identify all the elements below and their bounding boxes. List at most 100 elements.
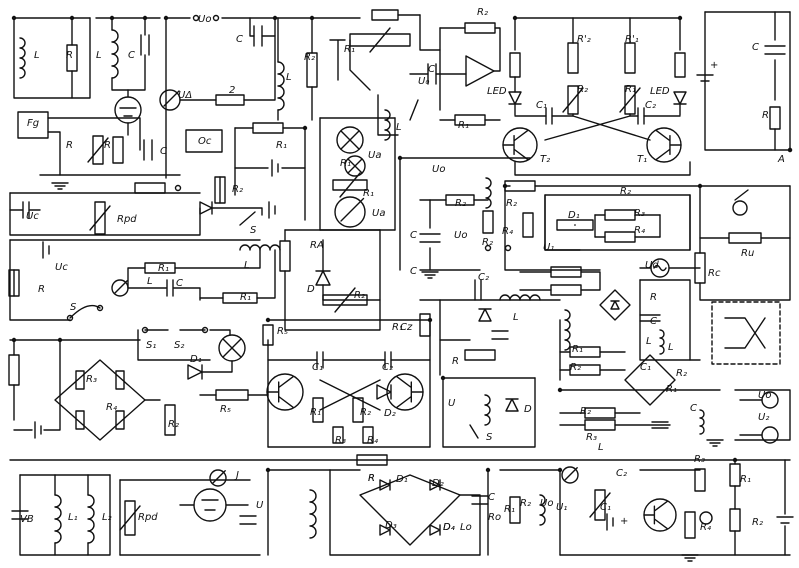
battery-cell bbox=[696, 74, 714, 82]
label-vb: VB bbox=[20, 514, 34, 525]
capacitor bbox=[764, 45, 786, 55]
label-r2-bottom-right: R₂ bbox=[752, 517, 763, 528]
junction-dot bbox=[557, 387, 563, 393]
resistor bbox=[222, 292, 258, 304]
label-s-lc: S bbox=[70, 302, 77, 313]
diode bbox=[508, 91, 522, 105]
inductor-coil bbox=[484, 394, 491, 426]
label-r1-oc: R₁ bbox=[276, 140, 287, 151]
resistor bbox=[112, 136, 124, 164]
junction-dot bbox=[502, 183, 508, 189]
diode bbox=[315, 270, 331, 286]
junction-dot bbox=[677, 15, 683, 21]
lamp bbox=[699, 511, 713, 525]
wire bbox=[734, 389, 791, 441]
resistor bbox=[75, 370, 85, 390]
junction-dot bbox=[512, 15, 518, 21]
ground-symbol bbox=[706, 439, 724, 447]
resistor bbox=[604, 209, 636, 221]
label-c1-astable: C₁ bbox=[536, 100, 547, 111]
resistor bbox=[371, 9, 399, 21]
label-uc-left: Uc bbox=[26, 211, 39, 222]
resistor bbox=[92, 135, 104, 165]
wire bbox=[284, 229, 381, 331]
capacitor bbox=[651, 421, 669, 429]
inductor-coil bbox=[239, 244, 281, 251]
vacuum-tube bbox=[114, 96, 142, 124]
label-c-amp: C bbox=[428, 64, 435, 75]
label-r5-left: R₅ bbox=[277, 326, 288, 337]
resistor bbox=[624, 42, 636, 74]
transistor-leads bbox=[643, 500, 668, 530]
variable-arrow bbox=[87, 137, 109, 163]
lamp-cross bbox=[222, 338, 242, 358]
label-r-fg-2: R bbox=[104, 140, 111, 151]
label-d1-left: D₁ bbox=[190, 354, 202, 365]
resistor bbox=[729, 508, 741, 532]
bridge-diode bbox=[599, 289, 631, 321]
lamp-cross bbox=[340, 130, 360, 150]
variable-arrow bbox=[89, 205, 111, 231]
diode bbox=[610, 300, 620, 310]
label-s2: S₂ bbox=[174, 340, 184, 351]
junction-dot bbox=[427, 317, 433, 323]
label-plus-battery: + bbox=[710, 60, 718, 71]
label-2-top: 2 bbox=[229, 85, 235, 96]
label-ra-zener: RA bbox=[310, 240, 324, 251]
variable-arrow bbox=[619, 87, 641, 113]
wire bbox=[419, 14, 441, 51]
resistor bbox=[215, 94, 245, 106]
transformer-windings bbox=[724, 317, 766, 349]
switch bbox=[239, 211, 256, 226]
wire bbox=[256, 249, 276, 299]
capacitor bbox=[427, 63, 437, 85]
inductor-coil bbox=[54, 494, 62, 544]
junction-dot bbox=[11, 15, 17, 21]
wire bbox=[43, 339, 61, 431]
wire bbox=[377, 94, 399, 136]
diode bbox=[187, 364, 203, 380]
variable-arrow bbox=[589, 492, 611, 518]
capacitor bbox=[22, 201, 30, 219]
label-r1-lc: R₁ bbox=[240, 292, 251, 303]
label-d1-bridge: D₁ bbox=[568, 210, 580, 221]
resistor bbox=[134, 182, 166, 194]
label-c2-flipflop: C₂ bbox=[382, 362, 393, 373]
battery-cell bbox=[271, 159, 279, 177]
label-c2-bridge: C₂ bbox=[478, 272, 489, 283]
label-r1-lamp: R₁ bbox=[340, 158, 351, 169]
capacitor bbox=[316, 351, 324, 369]
ground-symbol bbox=[421, 271, 439, 279]
junction-dot bbox=[109, 15, 115, 21]
battery-cell bbox=[268, 201, 276, 219]
label-u2-right: U₂ bbox=[758, 412, 769, 423]
label-r-bottom-bridge: R bbox=[368, 473, 375, 484]
resistor bbox=[584, 419, 616, 431]
meter-needle bbox=[340, 197, 365, 222]
label-uo-bottom-right: Uo bbox=[540, 498, 553, 509]
label-r3-bridge-l: R₃ bbox=[86, 374, 97, 385]
label-r2-prime: R'₂ bbox=[577, 34, 591, 45]
label-d3-bottom: D₃ bbox=[385, 520, 397, 531]
label-t2: T₂ bbox=[540, 154, 550, 165]
label-l-top-left: L bbox=[34, 50, 40, 61]
label-c-lc-2: C bbox=[650, 316, 657, 327]
diode bbox=[376, 384, 392, 400]
meter bbox=[334, 196, 366, 228]
wire bbox=[329, 469, 481, 556]
label-r1-prime: R'₁ bbox=[625, 34, 639, 45]
label-rpd-left: Rpd bbox=[117, 214, 137, 225]
label-ua-lamp: Ua bbox=[368, 150, 381, 161]
label-r-lc: R bbox=[452, 356, 459, 367]
resistor bbox=[262, 324, 274, 346]
resistor bbox=[75, 410, 85, 430]
wire bbox=[639, 279, 701, 361]
resistor bbox=[144, 262, 176, 274]
meter-leads bbox=[739, 399, 763, 436]
label-j: J bbox=[234, 470, 239, 481]
wire bbox=[173, 287, 201, 301]
label-ro: Ro bbox=[488, 512, 501, 523]
label-l-lc-3: L bbox=[646, 336, 652, 347]
label-r1-bottom: R₁ bbox=[504, 504, 515, 515]
label-c1-flipflop: C₁ bbox=[312, 362, 323, 373]
